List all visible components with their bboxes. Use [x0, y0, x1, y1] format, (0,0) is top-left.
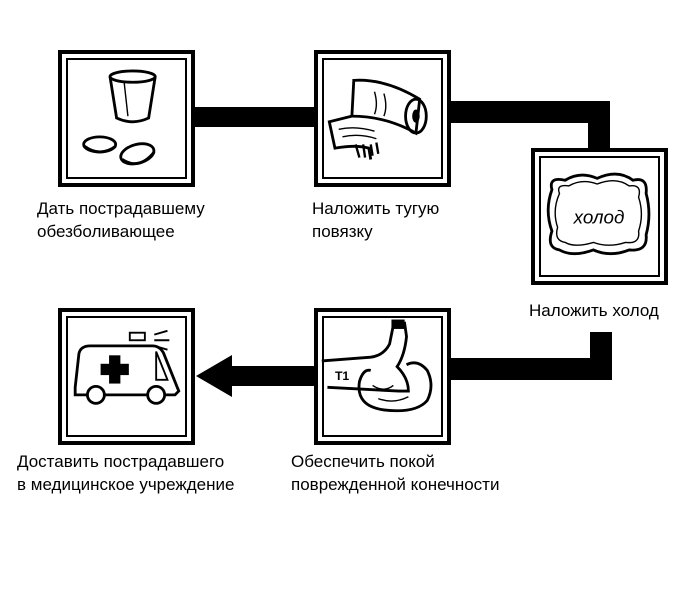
- svg-text:Т1: Т1: [335, 369, 349, 383]
- ambulance-icon: [73, 329, 181, 405]
- step-bandage-box: [314, 50, 451, 187]
- arrowhead-icon: [196, 355, 232, 397]
- step-painkiller-box: [58, 50, 195, 187]
- step-transport-box: [58, 308, 195, 445]
- step-cold-box: холод: [531, 148, 668, 285]
- connector-step2-step3-vertical: [588, 101, 610, 153]
- immobilized-limb-icon: Т1: [321, 319, 433, 413]
- step-rest-box: Т1: [314, 308, 451, 445]
- connector-step2-step3-horizontal: [446, 101, 610, 123]
- connector-step4-step5: [226, 366, 318, 386]
- connector-step1-step2: [190, 107, 318, 127]
- bandage-roll-icon: [327, 78, 428, 160]
- cold-pack-icon: холод: [546, 172, 651, 256]
- cup-and-pills-icon: [82, 69, 157, 166]
- connector-step3-step4-horizontal: [446, 358, 612, 380]
- svg-text:холод: холод: [573, 207, 625, 228]
- step-cold-label: Наложить холод: [529, 301, 659, 320]
